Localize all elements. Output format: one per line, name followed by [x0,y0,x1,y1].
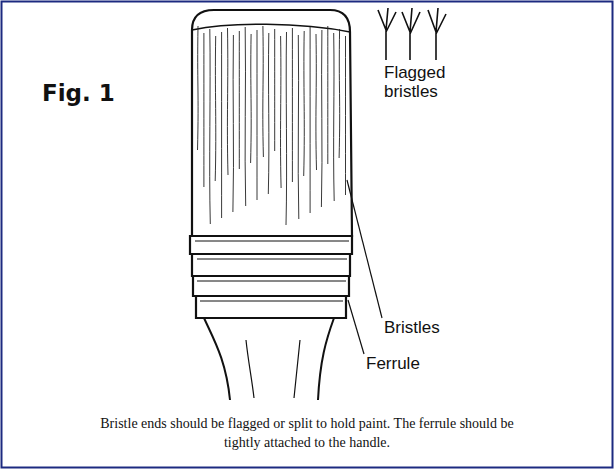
part-label: Bristles [384,318,440,337]
ferrule-ridges [195,241,349,301]
flagged-bristles-icon [378,8,446,60]
part-label: Flagged bristles [384,63,474,101]
figure-caption: Bristle ends should be flagged or split … [87,414,527,452]
leader-line [347,180,382,318]
figure-title: Fig. 1 [42,80,115,106]
handle-shading [246,340,300,398]
bristle-tips [192,24,350,32]
brush-handle [204,318,334,400]
bristle-texture [198,26,346,225]
ferrule [190,236,352,318]
bristles [192,10,352,236]
leader-line [348,300,364,354]
part-label: Ferrule [366,354,420,373]
